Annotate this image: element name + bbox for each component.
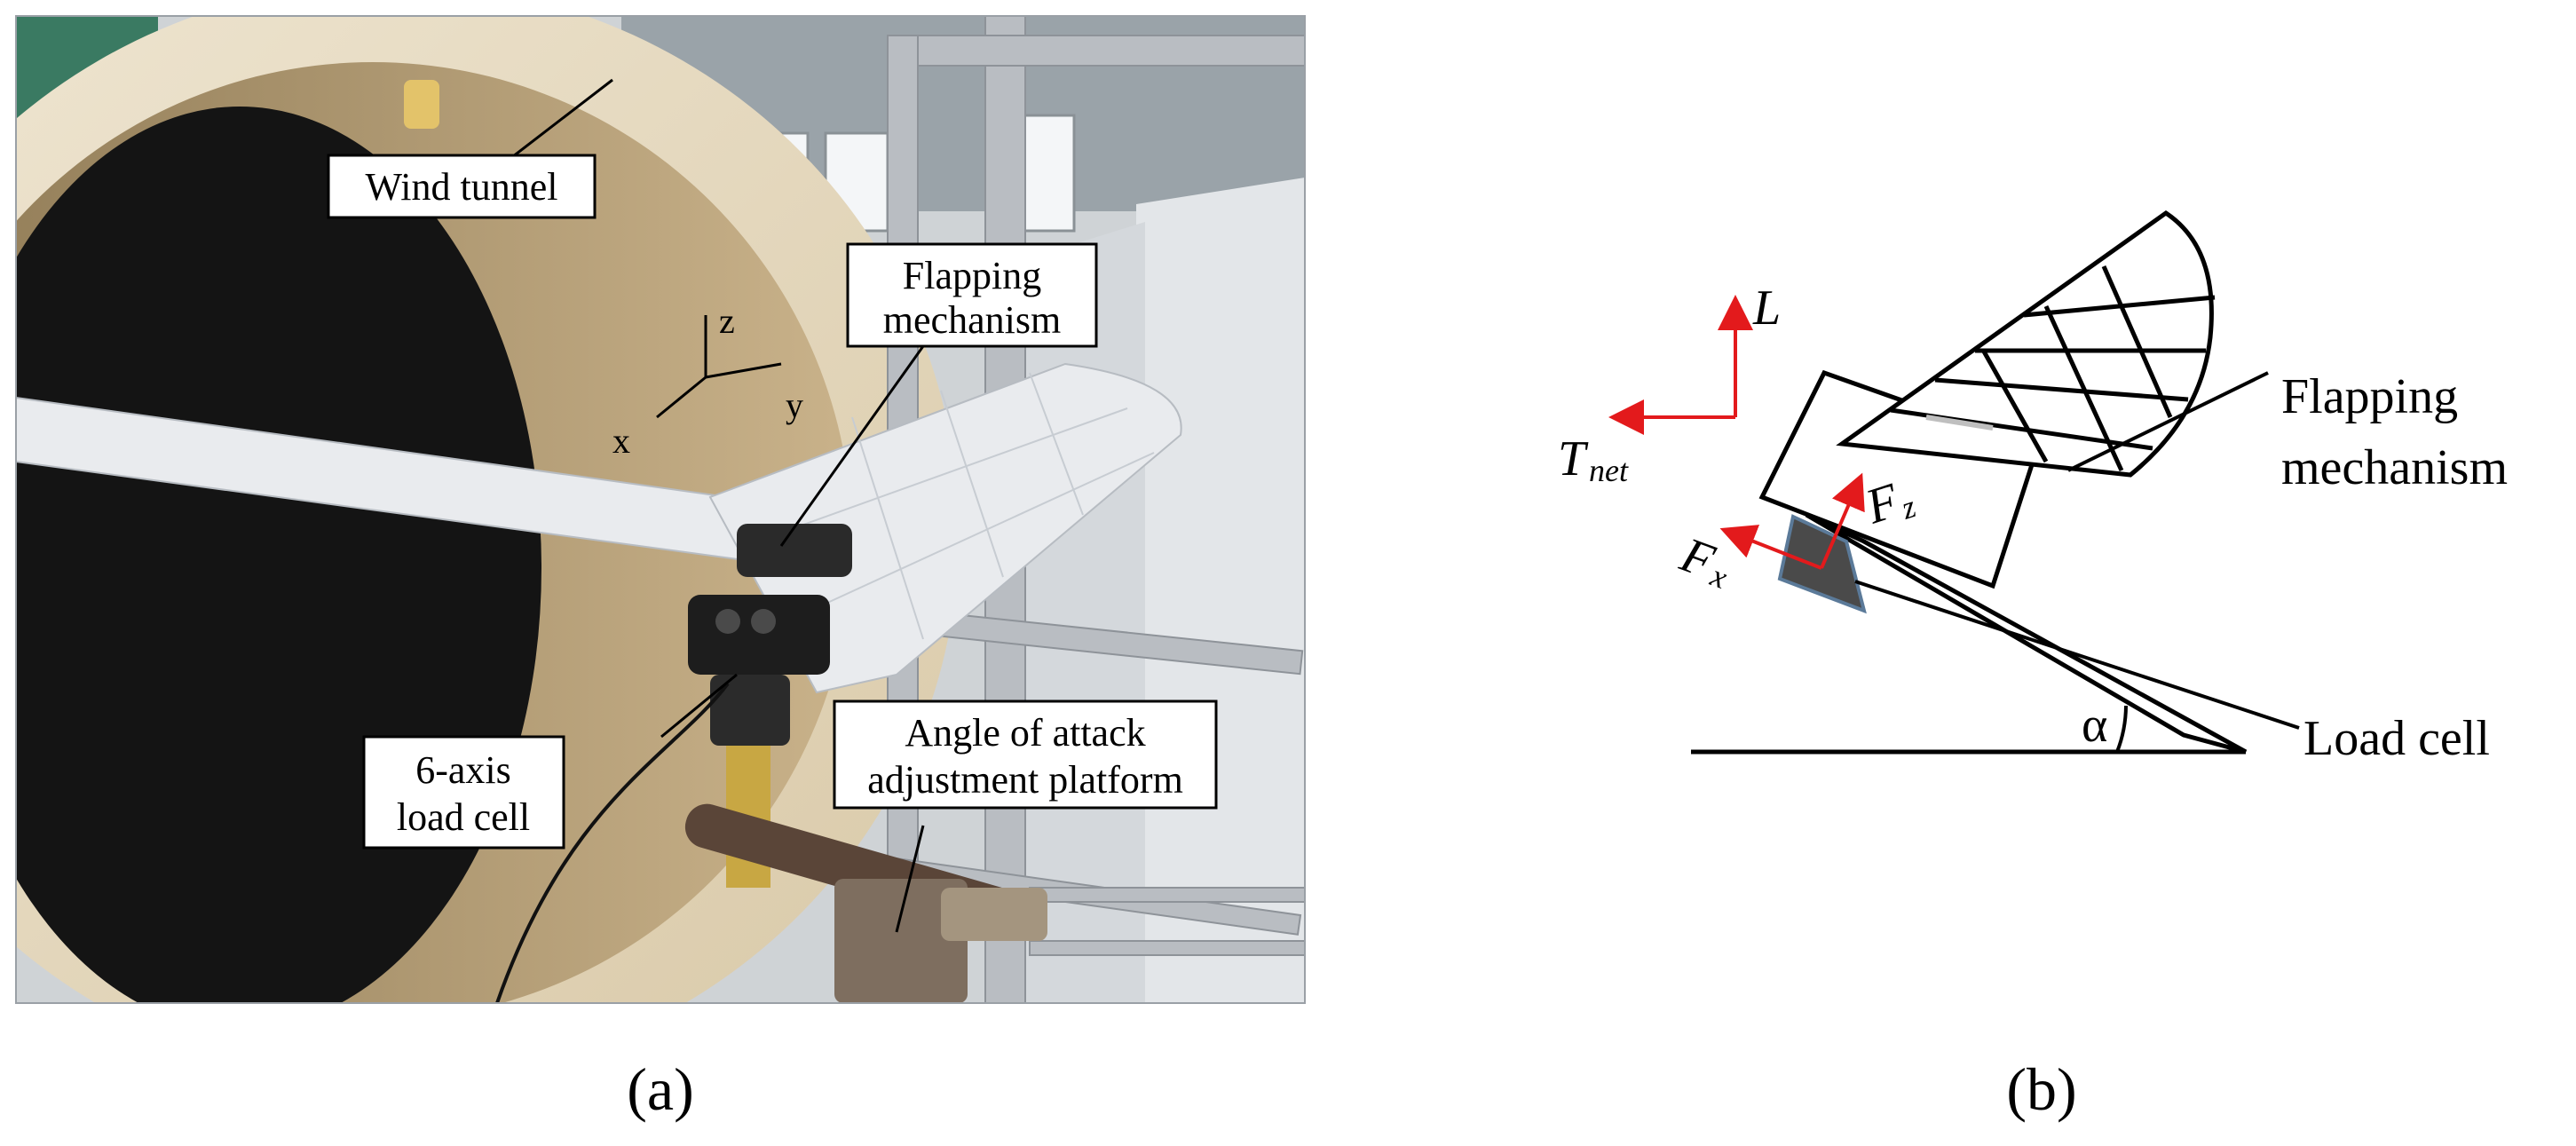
panel-b-label: (b) [2006, 1055, 2076, 1123]
photo-panel: z y x Wind tunnel Flapping mechanism 6-a… [16, 16, 1305, 1003]
wing-outline [1836, 209, 2214, 478]
coordinate-axes [656, 315, 782, 419]
wing-grid [1890, 265, 2216, 472]
callout-load-cell [362, 735, 565, 850]
incline-beam [1805, 512, 2248, 755]
flapping-label-1: Flapping [2281, 369, 2458, 424]
cable [495, 682, 730, 1003]
flapping-mechanism-hardware [688, 524, 852, 746]
callout-aoa-text-1: Angle of attack [905, 711, 1145, 755]
aoa-platform-block [834, 879, 968, 1003]
load-cell-leader [1854, 580, 2300, 730]
tunnel-fixture [404, 80, 439, 129]
panel-a-label: (a) [627, 1055, 693, 1123]
leader-lines [496, 78, 925, 933]
photo-border [15, 15, 1306, 1004]
fz-arrow [1820, 472, 1865, 569]
thrust-label: T [1558, 431, 1589, 486]
callout-wind-tunnel [327, 154, 597, 219]
callout-wind-tunnel-text: Wind tunnel [366, 165, 558, 209]
axis-z-label: z [719, 301, 735, 341]
callout-load-cell-text-1: 6-axis [415, 748, 511, 792]
flapping-leader [2067, 371, 2269, 472]
callout-aoa-text-2: adjustment platform [867, 758, 1183, 802]
axis-x-label: x [612, 421, 630, 461]
thrust-subscript: net [1589, 453, 1629, 488]
callout-flapping [846, 242, 1098, 348]
alpha-label: α [2082, 698, 2107, 753]
load-cell-label: Load cell [2303, 711, 2490, 766]
angle-arc [2115, 705, 2128, 753]
callout-flapping-text-1: Flapping [903, 254, 1041, 297]
fx-arrow [1719, 525, 1822, 570]
axis-y-label: y [786, 385, 803, 425]
flapping-label-2: mechanism [2281, 440, 2508, 495]
aoa-platform-tube [941, 888, 1047, 941]
wing-root-highlight [1925, 415, 1994, 431]
lift-label: L [1752, 281, 1781, 336]
partition-wall [1136, 178, 1305, 1003]
callout-flapping-text-2: mechanism [883, 298, 1061, 342]
schematic-panel: α L T net F z F x Flapping [1558, 209, 2508, 766]
right-wing-grid [780, 372, 1155, 640]
callout-load-cell-text-2: load cell [397, 795, 530, 839]
callout-aoa [833, 699, 1218, 810]
